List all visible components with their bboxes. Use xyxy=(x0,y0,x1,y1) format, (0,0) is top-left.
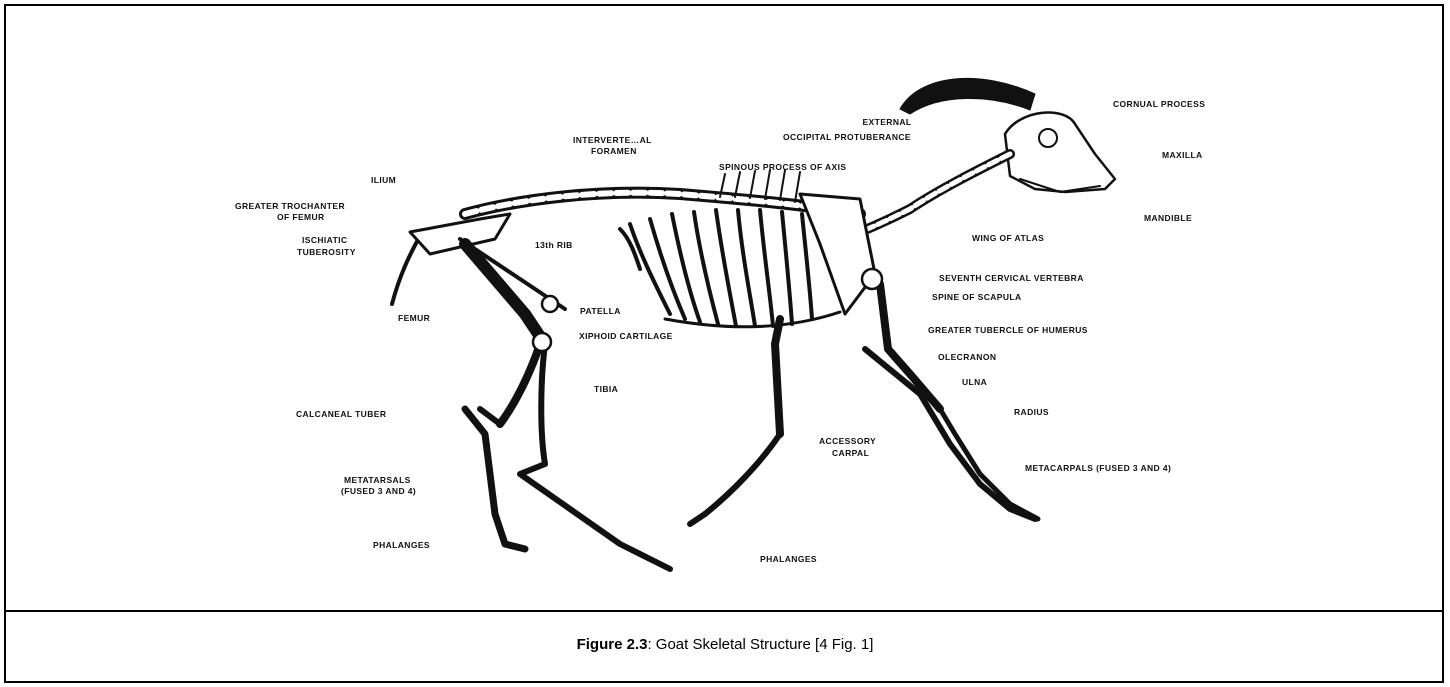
goat-skeleton-diagram: CORNUAL PROCESS EXTERNAL OCCIPITAL PROTU… xyxy=(220,14,1225,582)
label-ulna: ULNA xyxy=(962,377,987,387)
label-femur: FEMUR xyxy=(398,313,430,323)
label-foramen: FORAMEN xyxy=(591,146,637,156)
label-olecranon: OLECRANON xyxy=(938,352,996,362)
figure-caption: Figure 2.3: Goat Skeletal Structure [4 F… xyxy=(0,636,1450,653)
label-phalanges-fore: PHALANGES xyxy=(760,554,817,564)
label-fused-3-and-4: (FUSED 3 AND 4) xyxy=(341,486,416,496)
label-tibia: TIBIA xyxy=(594,384,618,394)
label-wing-of-atlas: WING OF ATLAS xyxy=(972,233,1044,243)
figure-caption-text: : Goat Skeletal Structure [4 Fig. 1] xyxy=(647,636,873,653)
label-external: EXTERNAL xyxy=(827,117,947,127)
label-cornual-process: CORNUAL PROCESS xyxy=(1113,99,1205,109)
label-tuberosity: TUBEROSITY xyxy=(297,247,356,257)
label-calcaneal-tuber: CALCANEAL TUBER xyxy=(296,409,386,419)
label-intervertebral: INTERVERTE…AL xyxy=(573,135,652,145)
label-ischiatic: ISCHIATIC xyxy=(302,235,347,245)
label-greater-trochanter: GREATER TROCHANTER xyxy=(235,201,345,211)
label-phalanges-hind: PHALANGES xyxy=(373,540,430,550)
label-metatarsals: METATARSALS xyxy=(344,475,411,485)
label-spinous-process-of-axis: SPINOUS PROCESS OF AXIS xyxy=(719,162,846,172)
caption-divider xyxy=(6,610,1442,612)
label-accessory: ACCESSORY xyxy=(819,436,876,446)
label-radius: RADIUS xyxy=(1014,407,1049,417)
label-ilium: ILIUM xyxy=(371,175,396,185)
label-metacarpals: METACARPALS (FUSED 3 AND 4) xyxy=(1025,463,1171,473)
label-mandible: MANDIBLE xyxy=(1144,213,1192,223)
label-of-femur: OF FEMUR xyxy=(277,212,325,222)
label-xiphoid-cartilage: XIPHOID CARTILAGE xyxy=(579,331,673,341)
label-seventh-cervical-vertebra: SEVENTH CERVICAL VERTEBRA xyxy=(939,273,1084,283)
goat-skeleton-drawing xyxy=(220,14,1225,582)
figure-number: Figure 2.3 xyxy=(577,636,648,653)
label-occipital-protuberance: OCCIPITAL PROTUBERANCE xyxy=(783,132,911,142)
label-patella: PATELLA xyxy=(580,306,621,316)
label-13th-rib: 13th RIB xyxy=(535,240,573,250)
label-maxilla: MAXILLA xyxy=(1162,150,1203,160)
label-spine-of-scapula: SPINE OF SCAPULA xyxy=(932,292,1022,302)
label-carpal: CARPAL xyxy=(832,448,869,458)
label-greater-tubercle-of-humerus: GREATER TUBERCLE OF HUMERUS xyxy=(928,325,1088,335)
